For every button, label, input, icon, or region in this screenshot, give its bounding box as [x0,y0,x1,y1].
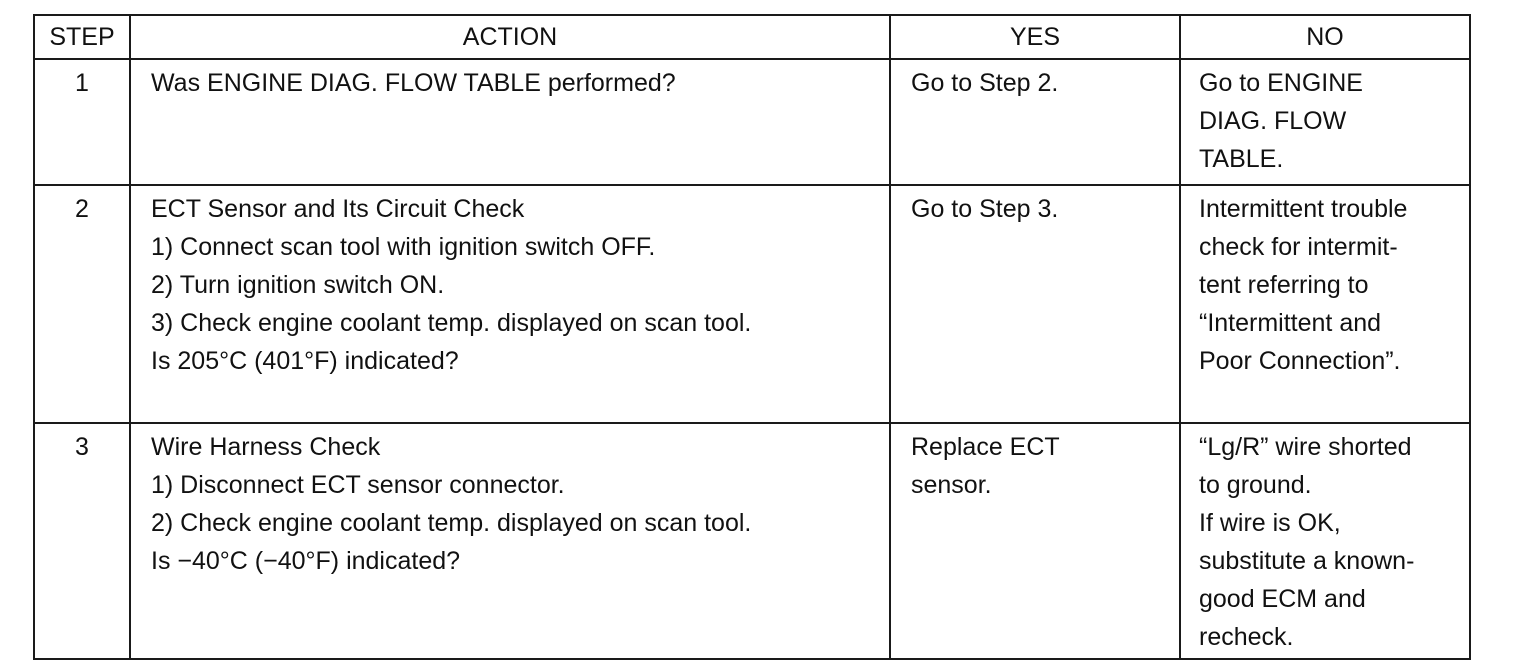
step-number: 3 [33,422,131,660]
header-action: ACTION [129,14,891,60]
action-line: 2) Check engine coolant temp. displayed … [151,509,752,537]
action-line: Is −40°C (−40°F) indicated? [151,547,461,575]
yes-line: Go to Step 3. [911,195,1059,223]
header-no: NO [1179,14,1471,60]
action-line: 1) Connect scan tool with ignition switc… [151,233,656,261]
action-cell: Wire Harness Check 1) Disconnect ECT sen… [129,422,891,660]
action-line: Is 205°C (401°F) indicated? [151,347,459,375]
yes-line: Go to Step 2. [911,69,1059,97]
step-number: 1 [33,58,131,186]
no-line: tent referring to [1199,271,1369,299]
no-line: Intermittent trouble [1199,195,1408,223]
yes-cell: Replace ECT sensor. [889,422,1181,660]
table-row: 2 ECT Sensor and Its Circuit Check 1) Co… [33,184,1471,424]
yes-cell: Go to Step 2. [889,58,1181,186]
no-line: If wire is OK, [1199,509,1341,537]
no-line: to ground. [1199,471,1312,499]
action-cell: ECT Sensor and Its Circuit Check 1) Conn… [129,184,891,424]
action-line: Was ENGINE DIAG. FLOW TABLE performed? [151,69,676,97]
table-row: 3 Wire Harness Check 1) Disconnect ECT s… [33,422,1471,660]
header-row: STEP ACTION YES NO [33,14,1471,60]
no-line: recheck. [1199,623,1294,651]
action-line: Wire Harness Check [151,433,381,461]
yes-line: sensor. [911,471,992,499]
table-row: 1 Was ENGINE DIAG. FLOW TABLE performed?… [33,58,1471,186]
action-line: 2) Turn ignition switch ON. [151,271,445,299]
no-line: Go to ENGINE [1199,69,1363,97]
action-line: ECT Sensor and Its Circuit Check [151,195,525,223]
no-line: good ECM and [1199,585,1366,613]
header-yes: YES [889,14,1181,60]
no-line: Poor Connection”. [1199,347,1401,375]
action-line: 3) Check engine coolant temp. displayed … [151,309,752,337]
no-line: DIAG. FLOW [1199,107,1347,135]
action-cell: Was ENGINE DIAG. FLOW TABLE performed? [129,58,891,186]
step-number: 2 [33,184,131,424]
no-cell: Go to ENGINE DIAG. FLOW TABLE. [1179,58,1471,186]
diagnostic-table: STEP ACTION YES NO 1 Was ENGINE DIAG. FL… [33,14,1471,660]
no-line: substitute a known- [1199,547,1415,575]
no-line: “Lg/R” wire shorted [1199,433,1412,461]
action-line: 1) Disconnect ECT sensor connector. [151,471,565,499]
no-cell: “Lg/R” wire shorted to ground. If wire i… [1179,422,1471,660]
no-line: TABLE. [1199,145,1284,173]
yes-line: Replace ECT [911,433,1060,461]
no-line: “Intermittent and [1199,309,1382,337]
no-cell: Intermittent trouble check for intermit-… [1179,184,1471,424]
yes-cell: Go to Step 3. [889,184,1181,424]
header-step: STEP [33,14,131,60]
no-line: check for intermit- [1199,233,1398,261]
